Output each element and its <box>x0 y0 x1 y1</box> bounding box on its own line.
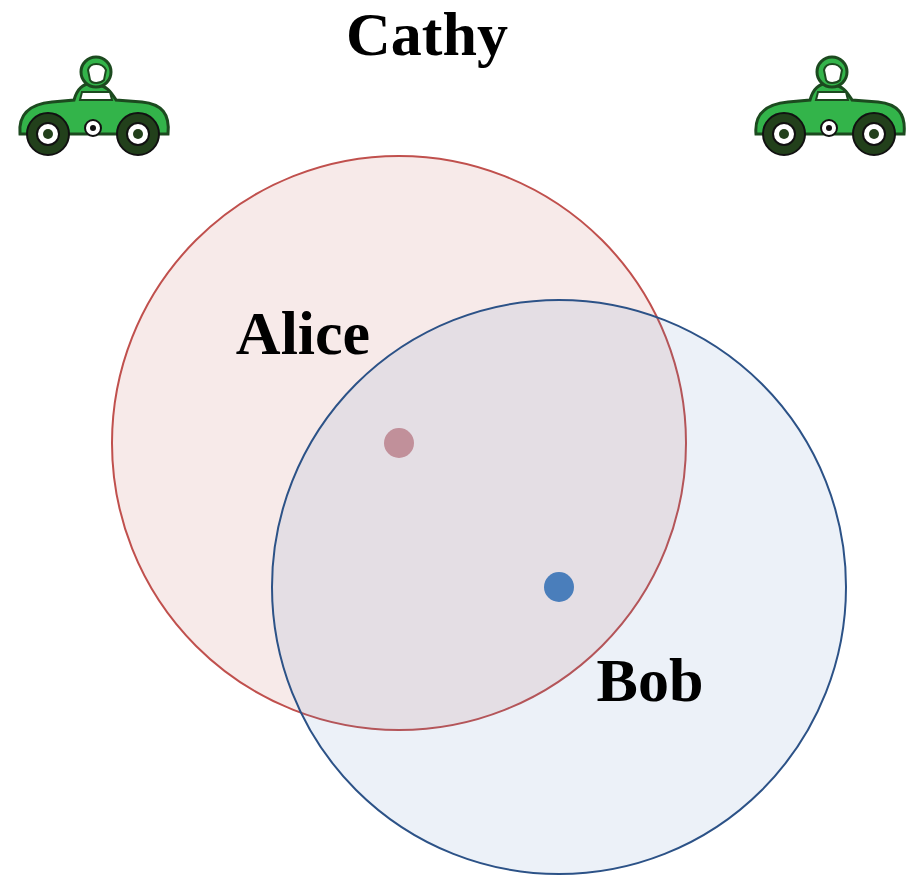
race-car-right <box>756 57 904 155</box>
race-car-left <box>20 57 168 155</box>
circle-outline <box>271 299 847 875</box>
circle-shape <box>272 300 846 874</box>
center-dot-bob <box>544 572 574 602</box>
set-label: Alice <box>236 302 370 364</box>
set-label: Bob <box>597 649 704 711</box>
set-circle: Bob <box>271 299 847 875</box>
diagram-title: Cathy <box>346 3 508 65</box>
title-area: Cathy <box>0 0 918 80</box>
